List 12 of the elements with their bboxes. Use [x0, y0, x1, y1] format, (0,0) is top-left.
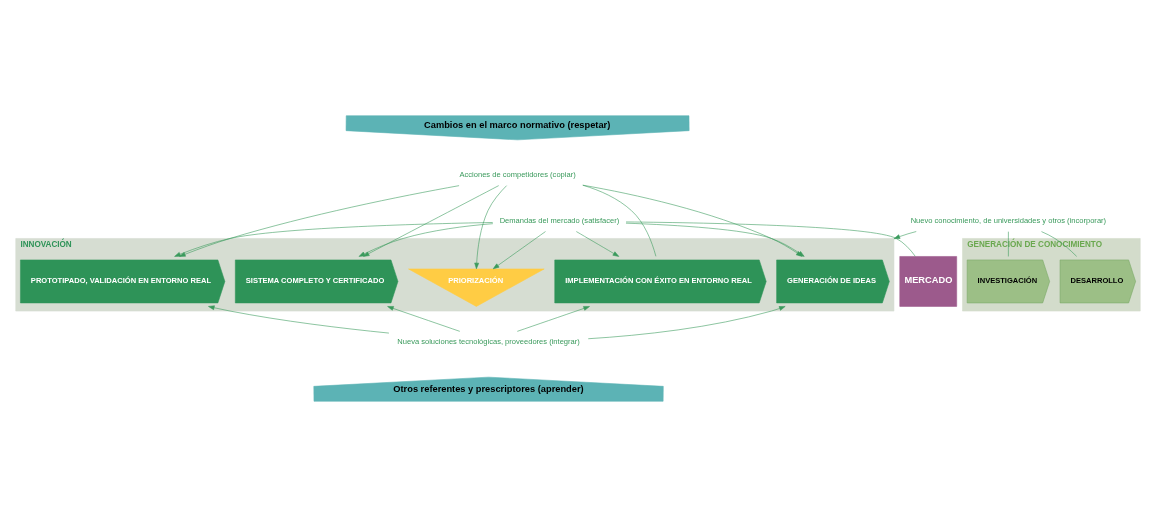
arrow — [474, 184, 507, 269]
arrow — [387, 305, 461, 332]
connector — [1008, 230, 1009, 257]
node-box: MERCADO — [899, 255, 957, 307]
arrow — [587, 305, 786, 339]
arrow — [208, 304, 390, 333]
arrow — [517, 305, 590, 332]
arrow — [576, 230, 620, 257]
connector — [1041, 230, 1077, 257]
connector — [582, 184, 657, 257]
arrow — [893, 230, 917, 239]
arrow — [492, 230, 546, 269]
